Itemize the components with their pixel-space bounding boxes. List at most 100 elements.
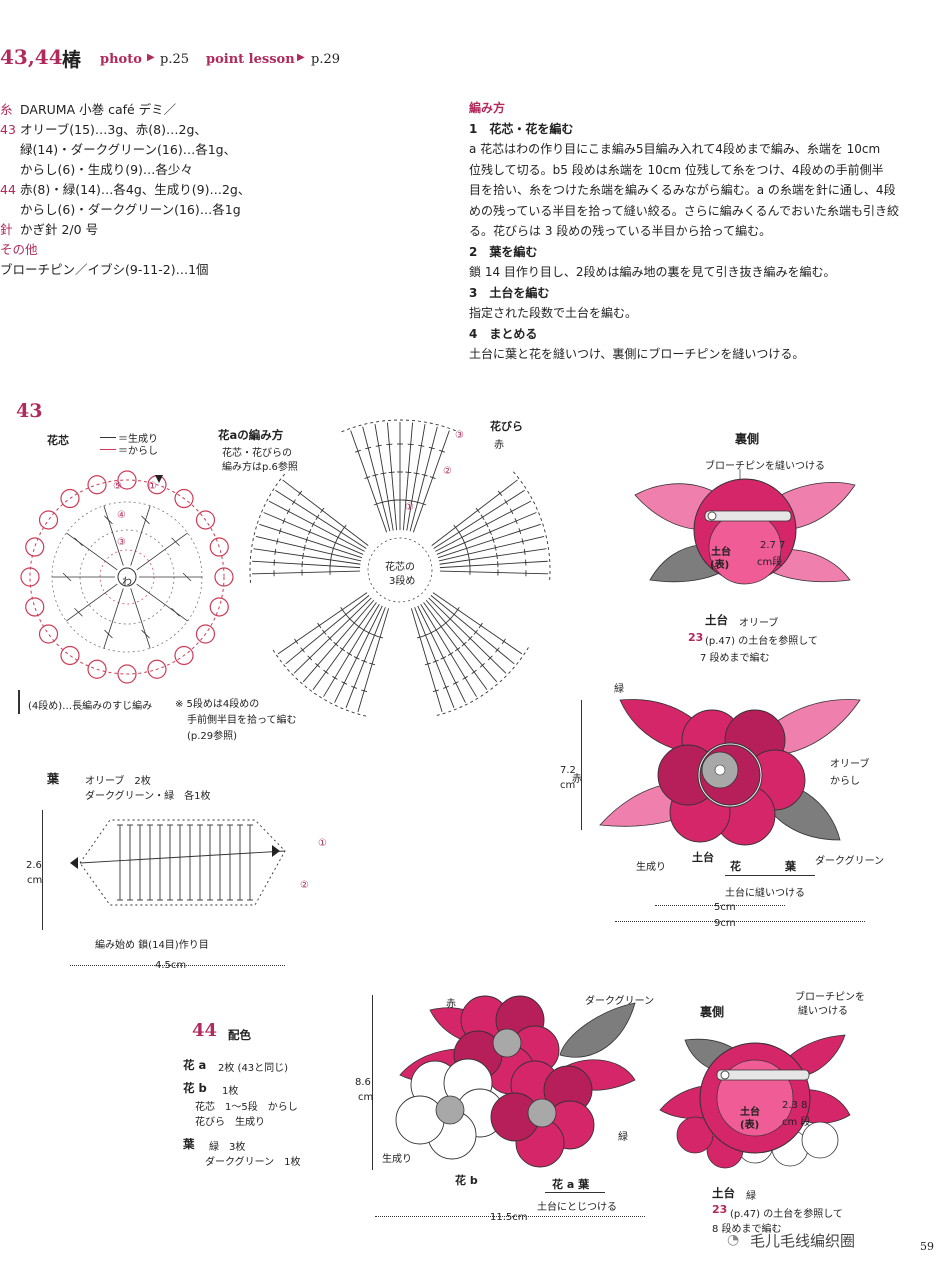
photo-label: photo [100, 52, 142, 67]
ref-rows: 8 段めまで編む [712, 1224, 782, 1235]
width-dimension [615, 921, 865, 922]
size-label: 7 [779, 540, 786, 551]
round-3: ③ [117, 537, 126, 548]
scheme-line: ダークグリーン 1枚 [205, 1157, 301, 1168]
scheme-line: 花びら 生成り [195, 1117, 265, 1128]
leaf-width-dimension [70, 965, 285, 966]
other-label: その他 [0, 242, 38, 257]
other-text: ブローチピン／イブシ(9-11-2)…1個 [0, 262, 209, 277]
height-val: 8.6 [355, 1077, 371, 1088]
height-dimension [372, 995, 373, 1170]
step-text: 位残して切る。b5 段めは糸端を 10cm 位残して糸をつけ、4段めの手前側半 [469, 162, 884, 177]
label-flower: 花 [730, 860, 741, 873]
petals-color: 赤 [494, 440, 504, 451]
sew-label: 土台に縫いつける [725, 888, 805, 899]
petals-label: 花びら [490, 420, 523, 433]
leaf-h-val: 2.6 [26, 860, 42, 871]
petal-chart [249, 419, 551, 717]
leaf-line: ダークグリーン・緑 各1枚 [85, 791, 211, 802]
base-label: 土台 [740, 1107, 760, 1118]
label-kinari: 生成り [382, 1154, 412, 1165]
flower-a-title: 花aの編み方 [218, 428, 284, 442]
size-label: 2.7 [760, 540, 776, 551]
n43-line: 緑(14)・ダークグリーン(16)…各1g、 [20, 142, 237, 157]
step-text: る。花びらは 3 段めの残っている半目から拾って編む。 [469, 224, 772, 238]
n43-label: 43 [0, 122, 16, 137]
row4-note: (4段め)…長編みのすじ編み [28, 701, 153, 712]
round-5: ⑤ [113, 481, 122, 492]
round-3: ③ [455, 430, 464, 441]
pattern-number: 43,44 [0, 45, 63, 69]
step-text: めの残っている半目を拾って縫い絞る。さらに編みくるんでおいた糸端も引き絞 [469, 203, 899, 218]
yarn-label: 糸 [0, 102, 13, 117]
leaf-row-2: ② [300, 880, 309, 891]
size-label: 2.3 8 [782, 1100, 808, 1111]
leaf-row-1: ① [318, 838, 327, 849]
width-dimension [375, 1216, 645, 1217]
scheme-44-title: 配色 [228, 1028, 251, 1042]
center-text: 3段め [389, 576, 416, 587]
arrow-right-icon: ▶ [297, 52, 305, 63]
height-val: 7.2 [560, 765, 576, 776]
n44-line: からし(6)・ダークグリーン(16)…各1g [20, 202, 241, 217]
front-illustration-44 [395, 995, 636, 1168]
height-unit: cm [358, 1092, 374, 1103]
pin-label: ブローチピンを縫いつける [705, 461, 825, 472]
arrow-right-icon: ▶ [147, 52, 155, 63]
ref-text: (p.47) の土台を参照して [705, 636, 818, 647]
width-5: 5cm [714, 902, 736, 913]
legend-karashi: ＝からし [118, 446, 158, 457]
base-color: 緑 [746, 1191, 756, 1202]
label-karashi: からし [830, 776, 860, 787]
scheme-flower-a-val: 2枚 (43と同じ) [218, 1063, 289, 1074]
leaf-line: オリーブ 2枚 [85, 776, 151, 787]
step-text: a 花芯はわの作り目にこま編み5目編み入れて4段めまで編み、糸端を 10cm [469, 142, 881, 156]
ref-num: 23 [688, 631, 704, 644]
ring-label: わ [122, 577, 132, 588]
sew-label: 土台にとじつける [537, 1202, 617, 1213]
row4-symbol [18, 690, 20, 714]
label-midori: 緑 [614, 684, 624, 695]
step-text: 土台に葉と花を縫いつけ、裏側にブローチピンを縫いつける。 [469, 347, 805, 361]
note-line: ※ 5段めは4段めの [175, 699, 260, 710]
legend-line-kinari [100, 437, 116, 438]
pin-label: ブローチピンを [795, 992, 865, 1003]
n44-label: 44 [0, 182, 16, 197]
watermark: 毛儿毛线编织圈 [750, 1232, 856, 1250]
base-name: 土台 [705, 613, 728, 627]
scheme-44-number: 44 [192, 1020, 218, 1041]
step-text: 目を拾い、糸をつけた糸端を編みくるみながら編む。a の糸端を針に通し、4段 [469, 183, 896, 197]
base-label: (表) [710, 560, 730, 571]
n43-line: オリーブ(15)…3g、赤(8)…2g、 [20, 122, 207, 137]
label-base: 土台 [692, 851, 714, 864]
pattern-title: 椿 [62, 49, 82, 71]
directions: 編み方 1 花芯・花を編む a 花芯はわの作り目にこま編み5目編み入れて4段めま… [469, 98, 929, 365]
ref-rows: 7 段めまで編む [700, 653, 770, 664]
needle-label: 針 [0, 222, 13, 237]
leaf-height-dimension [42, 810, 43, 930]
step-text: 鎖 14 目作り目し、2段めは編み地の裏を見て引き抜き編みを編む。 [469, 265, 836, 279]
leaf-title: 葉 [47, 772, 60, 786]
base-label: 土台 [711, 547, 731, 558]
flower-a-note: 花芯・花びらの [222, 448, 292, 459]
leaf-start: 編み始め 鎖(14目)作り目 [95, 940, 209, 951]
label-midori: 緑 [618, 1132, 628, 1143]
back-title: 裏側 [700, 1005, 725, 1019]
center-label: 花芯 [47, 434, 69, 447]
scheme-line: 花芯 1～5段 からし [195, 1102, 298, 1113]
legend-line-karashi [100, 449, 116, 450]
label-dark-green: ダークグリーン [815, 856, 885, 867]
size-label: cm 段 [782, 1117, 811, 1128]
step-title: 4 まとめる [469, 326, 538, 341]
height-unit: cm [560, 780, 576, 791]
scheme-leaf: 葉 [183, 1137, 195, 1151]
label-aka: 赤 [572, 774, 582, 785]
photo-page: p.25 [160, 52, 189, 67]
directions-heading: 編み方 [469, 101, 506, 115]
sew-line [725, 875, 815, 876]
label-aka: 赤 [446, 999, 456, 1010]
size-label: cm段 [757, 557, 783, 568]
center-text: 花芯の [385, 562, 415, 573]
step-text: 指定された段数で土台を編む。 [469, 306, 638, 320]
scheme-flower-b: 花 b [183, 1081, 207, 1095]
